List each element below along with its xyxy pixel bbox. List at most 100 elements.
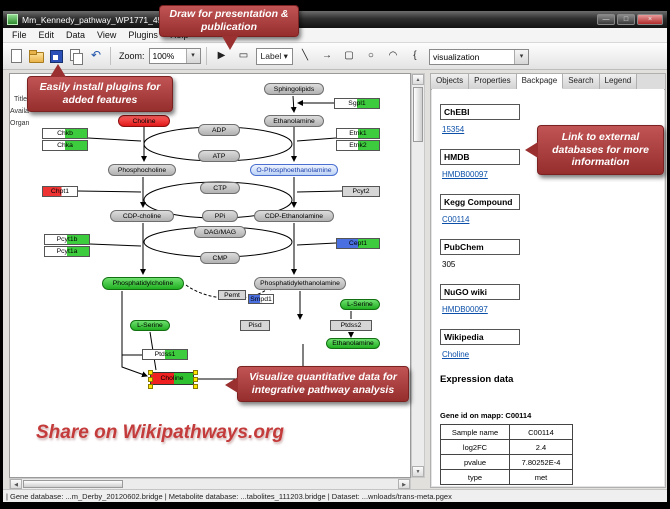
scroll-up-icon[interactable]: ▲ bbox=[412, 74, 424, 85]
node-ethanolamine[interactable]: Ethanolamine bbox=[326, 338, 380, 349]
node-etnk1[interactable]: Etnk1 bbox=[336, 128, 380, 139]
backpage-value-pubchem: 305 bbox=[442, 260, 456, 269]
arc-tool-icon[interactable]: ◠ bbox=[388, 50, 398, 61]
node-ptdss2[interactable]: Ptdss2 bbox=[330, 320, 372, 331]
node-pemt[interactable]: Pemt bbox=[218, 290, 246, 300]
node-l-serine[interactable]: L-Serine bbox=[340, 299, 380, 310]
node-pcyt1b[interactable]: Pcyt1b bbox=[44, 234, 90, 245]
node-cept1[interactable]: Cept1 bbox=[336, 238, 380, 249]
node-etnk2[interactable]: Etnk2 bbox=[336, 140, 380, 151]
node-sphingolipids[interactable]: Sphingolipids bbox=[264, 83, 324, 95]
node-pcyt2[interactable]: Pcyt2 bbox=[342, 186, 380, 197]
datanode-tool-icon[interactable]: ▭ bbox=[238, 50, 249, 61]
node-choline[interactable]: Choline bbox=[118, 115, 170, 127]
node-cdp-choline[interactable]: CDP-choline bbox=[110, 210, 174, 222]
callout-draw-for-presentation: Draw for presentation & publication bbox=[159, 5, 299, 50]
node-ctp[interactable]: CTP bbox=[200, 182, 240, 194]
selection-handle[interactable] bbox=[193, 384, 198, 389]
tab-properties[interactable]: Properties bbox=[469, 74, 517, 89]
minimize-button[interactable]: — bbox=[597, 14, 615, 25]
select-tool-icon[interactable]: ▶ bbox=[217, 50, 226, 61]
node-phosphocholine[interactable]: Phosphocholine bbox=[108, 164, 176, 176]
undo-icon[interactable] bbox=[87, 47, 105, 65]
rounded-rectangle-tool-icon[interactable]: ▢ bbox=[344, 50, 354, 61]
node-pisd[interactable]: Pisd bbox=[240, 320, 270, 331]
backpage-link-wikipedia[interactable]: Choline bbox=[442, 350, 470, 359]
selection-handle[interactable] bbox=[193, 370, 198, 375]
node-phosphatidylethanolamine[interactable]: Phosphatidylethanolamine bbox=[254, 277, 346, 290]
menu-file[interactable]: File bbox=[12, 30, 27, 40]
table-cell: type bbox=[440, 469, 510, 485]
backpage-link-chebi[interactable]: 15354 bbox=[442, 125, 465, 134]
save-file-icon[interactable] bbox=[47, 47, 65, 65]
node-ethanolamine[interactable]: Ethanolamine bbox=[264, 115, 324, 127]
tab-search[interactable]: Search bbox=[563, 74, 600, 89]
label-tool-dropdown[interactable]: Label ▾ bbox=[255, 47, 293, 65]
node-ppi[interactable]: PPi bbox=[202, 210, 238, 222]
node-ptdss1[interactable]: Ptdss1 bbox=[142, 349, 188, 360]
visualization-select[interactable]: visualization bbox=[429, 49, 529, 65]
line-tool-icon[interactable]: ╲ bbox=[301, 50, 308, 61]
new-file-icon[interactable] bbox=[7, 47, 25, 65]
maximize-button[interactable]: □ bbox=[617, 14, 635, 25]
brace-tool-icon[interactable]: { bbox=[413, 50, 417, 61]
menu-data[interactable]: Data bbox=[66, 30, 86, 40]
zoom-select[interactable]: 100% bbox=[148, 48, 201, 64]
node-adp[interactable]: ADP bbox=[198, 124, 240, 136]
table-cell: log2FC bbox=[440, 439, 510, 455]
app-icon bbox=[7, 14, 18, 25]
open-file-icon[interactable] bbox=[27, 47, 45, 65]
callout-text: Easily install plugins for added feature… bbox=[39, 81, 161, 106]
node-chpt1[interactable]: Chpt1 bbox=[42, 186, 78, 197]
copy-icon[interactable] bbox=[67, 47, 85, 65]
tab-objects[interactable]: Objects bbox=[431, 74, 470, 89]
close-button[interactable]: × bbox=[637, 14, 663, 25]
selection-handle[interactable] bbox=[193, 376, 198, 382]
horizontal-scroll-thumb[interactable] bbox=[23, 480, 123, 488]
node-choline[interactable]: Choline bbox=[148, 370, 198, 389]
scroll-right-icon[interactable]: ▶ bbox=[398, 479, 410, 489]
backpage-link-hmdb[interactable]: HMDB00097 bbox=[442, 170, 488, 179]
backpage-link-nugo-wiki[interactable]: HMDB00097 bbox=[442, 305, 488, 314]
node-phosphatidylcholine[interactable]: Phosphatidylcholine bbox=[102, 277, 184, 290]
table-cell: pvalue bbox=[440, 454, 510, 470]
menu-plugins[interactable]: Plugins bbox=[128, 30, 158, 40]
callout-pointer bbox=[517, 142, 538, 158]
node-atp[interactable]: ATP bbox=[198, 150, 240, 162]
zoom-value: 100% bbox=[152, 51, 175, 61]
menu-view[interactable]: View bbox=[97, 30, 117, 40]
callout-pointer bbox=[50, 56, 66, 77]
node-l-serine[interactable]: L-Serine bbox=[130, 320, 170, 331]
scroll-down-icon[interactable]: ▼ bbox=[412, 466, 424, 477]
node-sgpl1[interactable]: Sgpl1 bbox=[334, 98, 380, 109]
canvas-horizontal-scrollbar[interactable]: ◀ ▶ bbox=[9, 478, 411, 490]
node-pcyt1a[interactable]: Pcyt1a bbox=[44, 246, 90, 257]
selection-handle[interactable] bbox=[148, 376, 153, 382]
node-chkb[interactable]: Chkb bbox=[42, 128, 88, 139]
vertical-scroll-thumb[interactable] bbox=[413, 87, 423, 142]
node-dag-mag[interactable]: DAG/MAG bbox=[194, 226, 246, 238]
tab-backpage[interactable]: Backpage bbox=[516, 74, 564, 89]
arrow-tool-icon[interactable]: → bbox=[321, 50, 332, 61]
scroll-left-icon[interactable]: ◀ bbox=[10, 479, 22, 489]
menu-edit[interactable]: Edit bbox=[38, 30, 55, 40]
tab-legend[interactable]: Legend bbox=[599, 74, 638, 89]
selection-handle[interactable] bbox=[148, 384, 153, 389]
backpage-link-kegg-compound[interactable]: C00114 bbox=[442, 215, 470, 224]
node-smpd1[interactable]: Smpd1 bbox=[248, 294, 274, 304]
visualization-value: visualization bbox=[433, 52, 480, 62]
node-cmp[interactable]: CMP bbox=[200, 252, 240, 264]
ellipse-tool-icon[interactable]: ○ bbox=[367, 50, 374, 61]
node-chka[interactable]: Chka bbox=[42, 140, 88, 151]
node-o-phosphoethanolamine[interactable]: O-Phosphoethanolamine bbox=[250, 164, 338, 176]
selection-handle[interactable] bbox=[148, 370, 153, 375]
canvas-vertical-scrollbar[interactable]: ▲ ▼ bbox=[411, 73, 425, 478]
node-cdp-ethanolamine[interactable]: CDP-Ethanolamine bbox=[254, 210, 334, 222]
